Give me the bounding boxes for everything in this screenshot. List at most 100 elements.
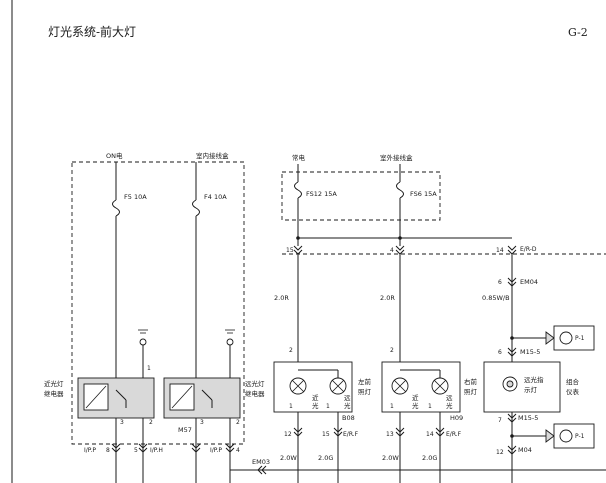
pin-label: 15 <box>322 431 330 438</box>
lamp-high-label-b: 光 <box>446 401 453 410</box>
left-headlamp-label-2: 照灯 <box>358 387 372 396</box>
connector-socket-icon <box>559 331 573 345</box>
pin-label: 4 <box>390 247 394 254</box>
p1-connector-label: P-1 <box>575 335 585 342</box>
on-power-label: ON电 <box>106 151 123 160</box>
m57-connector-label: M57 <box>178 426 192 434</box>
fs12-fuse-icon <box>294 181 302 199</box>
pin-label: 1 <box>147 365 151 372</box>
page-code: G-2 <box>568 26 588 39</box>
pin-label: 6 <box>498 349 502 356</box>
wire-code-label: 0.85W/B <box>482 294 510 302</box>
wire-code-label: 2.0W <box>280 454 297 462</box>
pin-label: 8 <box>106 447 110 454</box>
pin-label: 3 <box>120 419 124 426</box>
m15-bottom-connector-label: M15-5 <box>518 414 538 422</box>
connector-chevron-icon <box>507 413 517 423</box>
wire-code-label: E/R.F <box>343 431 359 438</box>
exterior-box-label: 室外接线盒 <box>380 153 413 162</box>
pin-label: 3 <box>200 419 204 426</box>
cluster-label-2: 仪表 <box>566 387 580 396</box>
connector-chevron-icon <box>111 443 121 453</box>
wire-code-label: 2.0R <box>380 294 395 302</box>
interior-junction-box-zone <box>71 161 245 445</box>
wire-code-label: 2.0G <box>318 454 333 462</box>
lamp-low-label-a: 近 <box>412 393 419 402</box>
wire-code-label: E/R-D <box>520 246 537 253</box>
connector-chevron-icon <box>435 427 445 437</box>
connector-chevron-icon <box>293 245 303 255</box>
pin-label: 7 <box>498 417 502 424</box>
f5-fuse-icon <box>112 199 120 217</box>
left-headlamp-label-1: 左前 <box>358 377 372 386</box>
connector-chevron-icon <box>257 465 267 475</box>
lamp-high-label-a: 远 <box>344 394 351 402</box>
connector-chevron-icon <box>507 277 517 287</box>
lamp-low-label-b: 光 <box>412 401 419 410</box>
cluster-label-1: 组合 <box>566 377 580 386</box>
connector-socket-icon <box>559 429 573 443</box>
pin-label: 2 <box>236 419 240 426</box>
pin-label: 14 <box>496 247 504 254</box>
m15-top-connector-label: M15-5 <box>520 348 540 356</box>
f5-fuse-label: F5 10A <box>124 193 147 201</box>
wire-code-label: I/P.P <box>84 447 96 454</box>
pin-label: 13 <box>386 431 394 438</box>
wire-junction <box>510 336 514 340</box>
connector-chevron-icon <box>333 427 343 437</box>
fs6-fuse-label: FS6 15A <box>410 190 437 198</box>
f4-fuse-label: F4 10A <box>204 193 227 201</box>
pin-label: 4 <box>236 447 240 454</box>
fs12-fuse-label: FS12 15A <box>306 190 337 198</box>
connector-chevron-icon <box>293 427 303 437</box>
connector-chevron-icon <box>395 427 405 437</box>
pin-label: 2 <box>289 347 293 354</box>
low-beam-relay-label-2: 继电器 <box>44 389 64 398</box>
lamp-low-label-b: 光 <box>312 401 319 410</box>
wire-code-label: I/P.P <box>210 447 222 454</box>
pin-label: 15 <box>286 247 294 254</box>
connector-chevron-icon <box>138 443 148 453</box>
pin-label: 6 <box>498 279 502 286</box>
b08-connector-label: B08 <box>342 414 355 422</box>
connector-chevron-icon <box>191 443 201 453</box>
ground-icon <box>138 329 148 378</box>
connector-arrow-icon <box>545 429 555 443</box>
combination-meter-indicator <box>483 361 561 413</box>
wire-junction <box>296 236 300 240</box>
pin-label: 14 <box>426 431 434 438</box>
p1-connector-bottom <box>553 423 595 449</box>
exterior-junction-box-zone <box>281 171 441 221</box>
connector-chevron-icon <box>507 347 517 357</box>
wire-code-label: I/P.H <box>150 447 163 454</box>
relay-switch-icon <box>115 389 127 408</box>
fs6-fuse-icon <box>396 181 404 199</box>
pin-label: 12 <box>496 449 504 456</box>
wire-code-label: 2.0G <box>422 454 437 462</box>
wire-junction <box>398 236 402 240</box>
pin-label: 5 <box>134 447 138 454</box>
indicator-label-1: 远光指 <box>524 375 544 384</box>
lamp-high-label-b: 光 <box>344 401 351 410</box>
connector-chevron-icon <box>225 443 235 453</box>
wire-code-label: E/R.F <box>446 431 462 438</box>
em03-connector-label: EM03 <box>252 458 270 466</box>
connector-chevron-icon <box>395 245 405 255</box>
pin-label: 1 <box>289 403 293 410</box>
lamp-low-label-a: 近 <box>312 393 319 402</box>
m04-connector-label: M04 <box>518 446 532 454</box>
connector-arrow-icon <box>545 331 555 345</box>
ground-icon <box>225 329 235 378</box>
high-beam-relay-label-1: 远光灯 <box>245 379 265 388</box>
p1-connector-label: P-1 <box>575 433 585 440</box>
high-beam-relay-label-2: 继电器 <box>245 389 265 398</box>
right-headlamp-label-1: 右前 <box>464 377 478 386</box>
pin-label: 1 <box>326 403 330 410</box>
page-title: 灯光系统-前大灯 <box>48 24 136 39</box>
wire-code-label: 2.0W <box>382 454 399 462</box>
right-headlamp-label-2: 照灯 <box>464 387 478 396</box>
pin-label: 1 <box>390 403 394 410</box>
pin-label: 12 <box>284 431 292 438</box>
wire-code-label: 2.0R <box>274 294 289 302</box>
